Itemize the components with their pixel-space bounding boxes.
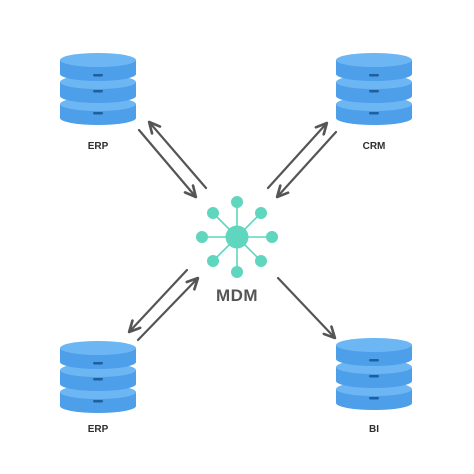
arrow-from-hub [276, 276, 337, 340]
database-icon [336, 53, 412, 125]
arrow-from-hub [147, 120, 208, 190]
arrow-pair-erp-top-left [137, 120, 208, 199]
database-erp-bottom-left: ERP [60, 341, 136, 435]
arrow-bi-bottom-right [276, 276, 337, 340]
arrow-pair-erp-bottom-left [127, 268, 200, 342]
arrow-from-hub [266, 121, 329, 190]
arrow-to-hub [275, 130, 338, 199]
hub-label: MDM [216, 286, 258, 305]
database-label: ERP [88, 141, 109, 152]
arrow-pair-crm-top-right [266, 121, 338, 199]
database-erp-top-left: ERP [60, 53, 136, 152]
database-icon [60, 53, 136, 125]
arrow-from-hub [127, 268, 189, 334]
database-icon [336, 338, 412, 410]
arrow-to-hub [137, 128, 198, 199]
database-bi-bottom-right: BI [336, 338, 412, 435]
database-label: CRM [363, 141, 386, 152]
arrow-to-hub [136, 276, 200, 342]
database-label: BI [369, 424, 379, 435]
database-label: ERP [88, 424, 109, 435]
mdm-hub: MDM [196, 196, 278, 305]
hub-network-icon [196, 196, 278, 278]
database-icon [60, 341, 136, 413]
database-crm-top-right: CRM [336, 53, 412, 152]
